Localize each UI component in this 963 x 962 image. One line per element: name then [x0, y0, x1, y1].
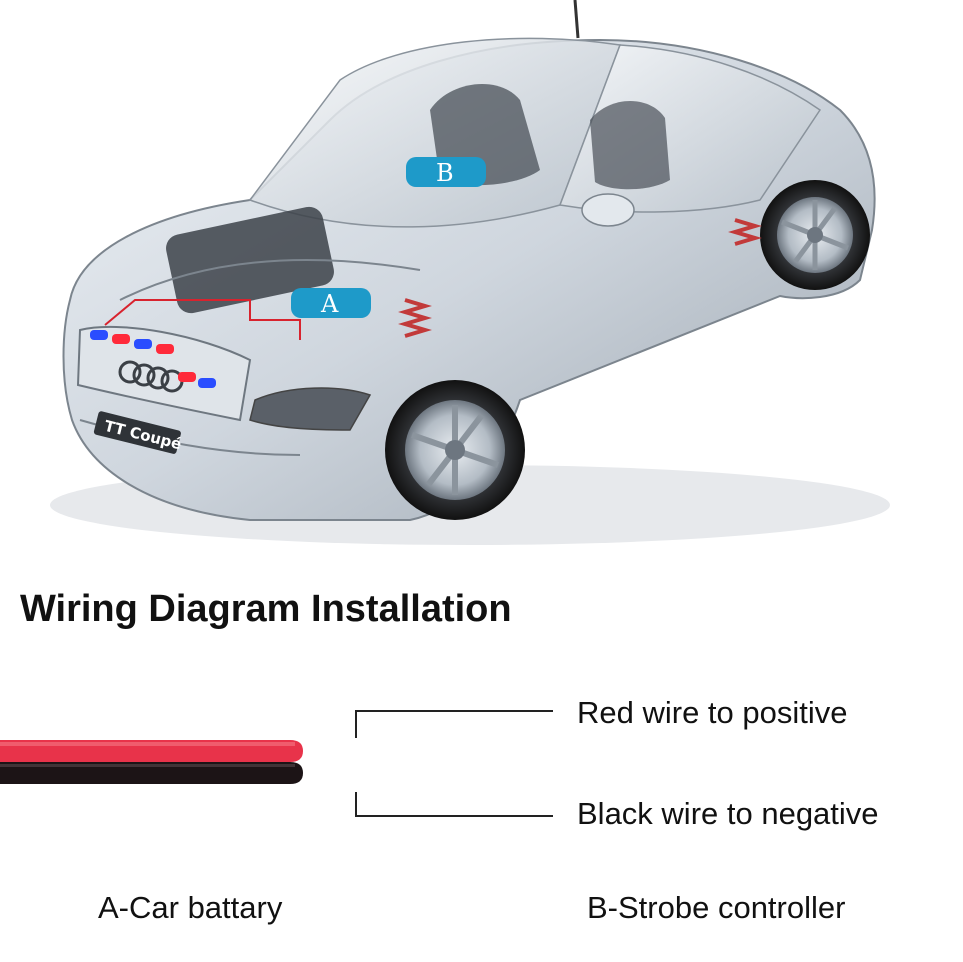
black-wire-label: Black wire to negative [577, 796, 879, 831]
wire-illustration [0, 710, 553, 817]
antenna [573, 0, 580, 39]
marker-b-label: B [436, 159, 454, 187]
black-wire [0, 762, 303, 784]
suspension-spring [398, 218, 762, 338]
marker-b: B [406, 157, 486, 187]
legend-b-label: B-Strobe controller [587, 890, 846, 925]
car-illustration: TT Coupé [50, 0, 890, 545]
car-engine [166, 206, 334, 314]
car-seat [590, 100, 670, 190]
wiring-path [104, 299, 301, 340]
audi-rings-logo [118, 360, 184, 393]
red-wire-leader [355, 710, 553, 738]
marker-a-label: A [320, 290, 339, 318]
black-wire-leader [355, 792, 553, 817]
strobe-light-bar [90, 330, 216, 388]
legend-a-label: A-Car battary [98, 890, 283, 925]
side-mirror [581, 193, 635, 227]
red-wire-label: Red wire to positive [577, 695, 848, 730]
rear-wheel [760, 180, 870, 290]
front-wheel [385, 380, 525, 520]
marker-a: A [291, 288, 371, 318]
diagram-title: Wiring Diagram Installation [20, 588, 512, 630]
car-headlight [249, 387, 372, 431]
